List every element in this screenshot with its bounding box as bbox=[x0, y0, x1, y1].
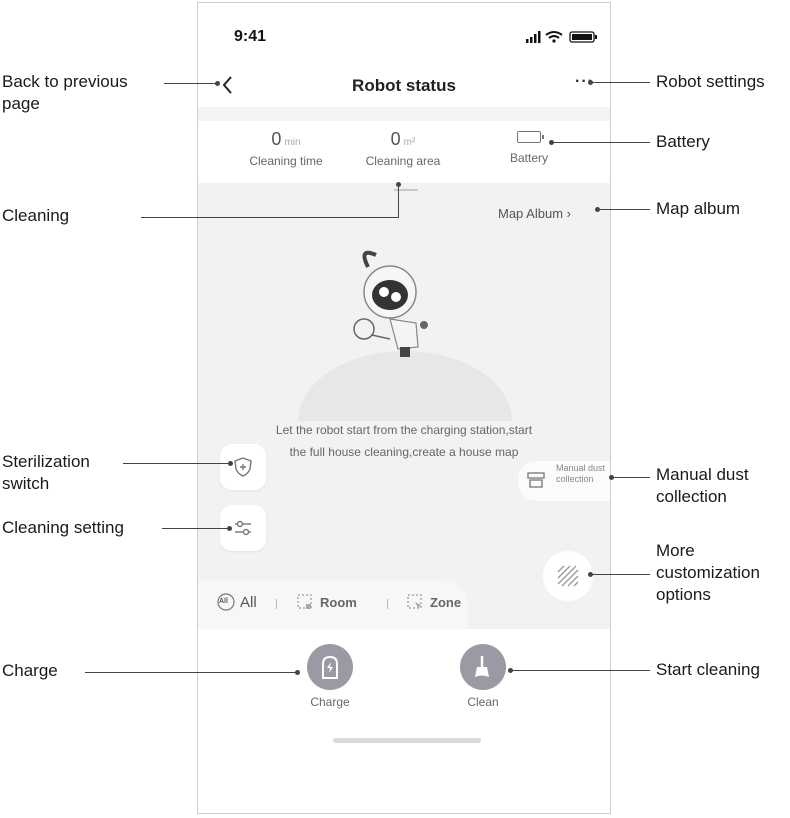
annotation-dot bbox=[508, 668, 513, 673]
robot-mascot-illustration bbox=[353, 250, 428, 357]
all-mode-icon bbox=[217, 593, 235, 611]
status-time: 9:41 bbox=[234, 28, 267, 45]
charge-label: Charge bbox=[310, 695, 350, 709]
cleaning-area-value: 0 bbox=[390, 129, 401, 149]
annotation-dot bbox=[228, 461, 233, 466]
clean-button-circle[interactable] bbox=[460, 644, 506, 690]
status-icons bbox=[526, 31, 597, 43]
battery-icon bbox=[517, 131, 544, 143]
mode-divider bbox=[276, 599, 277, 609]
all-mode-badge: All bbox=[219, 598, 228, 605]
mode-all[interactable]: All All bbox=[216, 593, 257, 611]
more-customization-button[interactable] bbox=[543, 551, 593, 601]
annotation-leader bbox=[85, 672, 297, 673]
home-indicator bbox=[333, 738, 481, 743]
annotation-leader bbox=[512, 670, 650, 671]
wifi-icon bbox=[545, 31, 563, 39]
annotation-leader bbox=[141, 217, 399, 218]
annotation-leader bbox=[592, 82, 650, 83]
mode-bar bbox=[198, 580, 468, 630]
zone-icon bbox=[407, 594, 422, 609]
annotation-dot bbox=[396, 182, 401, 187]
hint-line-2: the full house cleaning,create a house m… bbox=[289, 445, 519, 459]
battery-stat[interactable]: Battery bbox=[494, 131, 564, 165]
mode-all-label: All bbox=[240, 593, 257, 611]
annotation-dot bbox=[588, 80, 593, 85]
cleaning-indicator bbox=[394, 189, 418, 191]
annotation-charge: Charge bbox=[2, 661, 58, 680]
annotation-more-options: More customization options bbox=[656, 541, 760, 604]
annotation-dot bbox=[295, 670, 300, 675]
annotation-battery: Battery bbox=[656, 132, 710, 151]
annotation-dot bbox=[595, 207, 600, 212]
cleaning-area-label: Cleaning area bbox=[365, 154, 441, 168]
mode-zone[interactable]: Zone bbox=[406, 593, 461, 611]
annotation-dot bbox=[215, 81, 220, 86]
annotation-leader bbox=[162, 528, 229, 529]
annotation-dot bbox=[549, 140, 554, 145]
annotation-map-album: Map album bbox=[656, 199, 741, 218]
annotation-leader bbox=[553, 142, 650, 143]
cleaning-time-unit: min bbox=[284, 137, 301, 148]
charging-dock-icon bbox=[322, 655, 338, 679]
manual-dust-collection-button[interactable]: Manual dust collection bbox=[518, 461, 610, 501]
charge-button[interactable]: Charge bbox=[290, 644, 370, 709]
annotation-manual-dust: Manual dust collection bbox=[656, 465, 749, 506]
sliders-icon bbox=[235, 520, 251, 536]
annotation-cleaning-setting: Cleaning setting bbox=[2, 518, 124, 537]
map-album-link[interactable]: Map Album › bbox=[498, 206, 571, 221]
pattern-grid-icon bbox=[557, 565, 579, 587]
cleaning-time-label: Cleaning time bbox=[249, 154, 323, 168]
hint-text: Let the robot start from the charging st… bbox=[238, 419, 570, 463]
charge-button-circle[interactable] bbox=[307, 644, 353, 690]
annotation-robot-settings: Robot settings bbox=[656, 72, 765, 91]
signal-icon bbox=[526, 31, 541, 43]
back-chevron-icon[interactable] bbox=[220, 73, 236, 97]
broom-icon bbox=[475, 656, 489, 677]
sterilization-switch[interactable] bbox=[220, 444, 266, 490]
annotation-dot bbox=[227, 526, 232, 531]
bottom-action-area bbox=[198, 629, 610, 813]
battery-status-icon bbox=[569, 31, 597, 43]
mode-room[interactable]: Room bbox=[296, 593, 357, 611]
manual-dust-label: Manual dust collection bbox=[556, 463, 606, 484]
annotation-leader bbox=[592, 574, 650, 575]
annotation-dot bbox=[609, 475, 614, 480]
annotation-leader bbox=[599, 209, 650, 210]
annotation-leader bbox=[164, 83, 217, 84]
annotation-leader bbox=[611, 477, 650, 478]
mode-divider bbox=[387, 599, 388, 609]
page-title: Robot status bbox=[352, 76, 456, 95]
annotation-leader bbox=[398, 184, 399, 217]
more-menu-button[interactable]: ··· bbox=[575, 73, 594, 90]
dust-bin-icon bbox=[527, 472, 545, 488]
annotation-dot bbox=[588, 572, 593, 577]
mode-room-label: Room bbox=[320, 594, 357, 610]
battery-label: Battery bbox=[509, 151, 548, 165]
annotation-start-cleaning: Start cleaning bbox=[656, 660, 760, 679]
cleaning-area-unit: m² bbox=[403, 137, 416, 148]
cleaning-time-value: 0 bbox=[271, 129, 282, 149]
clean-label: Clean bbox=[467, 695, 499, 709]
mode-zone-label: Zone bbox=[430, 594, 462, 610]
header-separator bbox=[198, 107, 610, 121]
annotation-leader bbox=[123, 463, 230, 464]
annotation-cleaning: Cleaning bbox=[2, 206, 70, 225]
clean-button[interactable]: Clean bbox=[443, 644, 523, 709]
room-icon bbox=[297, 594, 312, 609]
annotation-sterilization: Sterilization switch bbox=[2, 452, 90, 493]
annotation-back: Back to previous page bbox=[2, 72, 128, 113]
shield-plus-icon bbox=[234, 457, 252, 477]
hint-line-1: Let the robot start from the charging st… bbox=[275, 423, 533, 437]
